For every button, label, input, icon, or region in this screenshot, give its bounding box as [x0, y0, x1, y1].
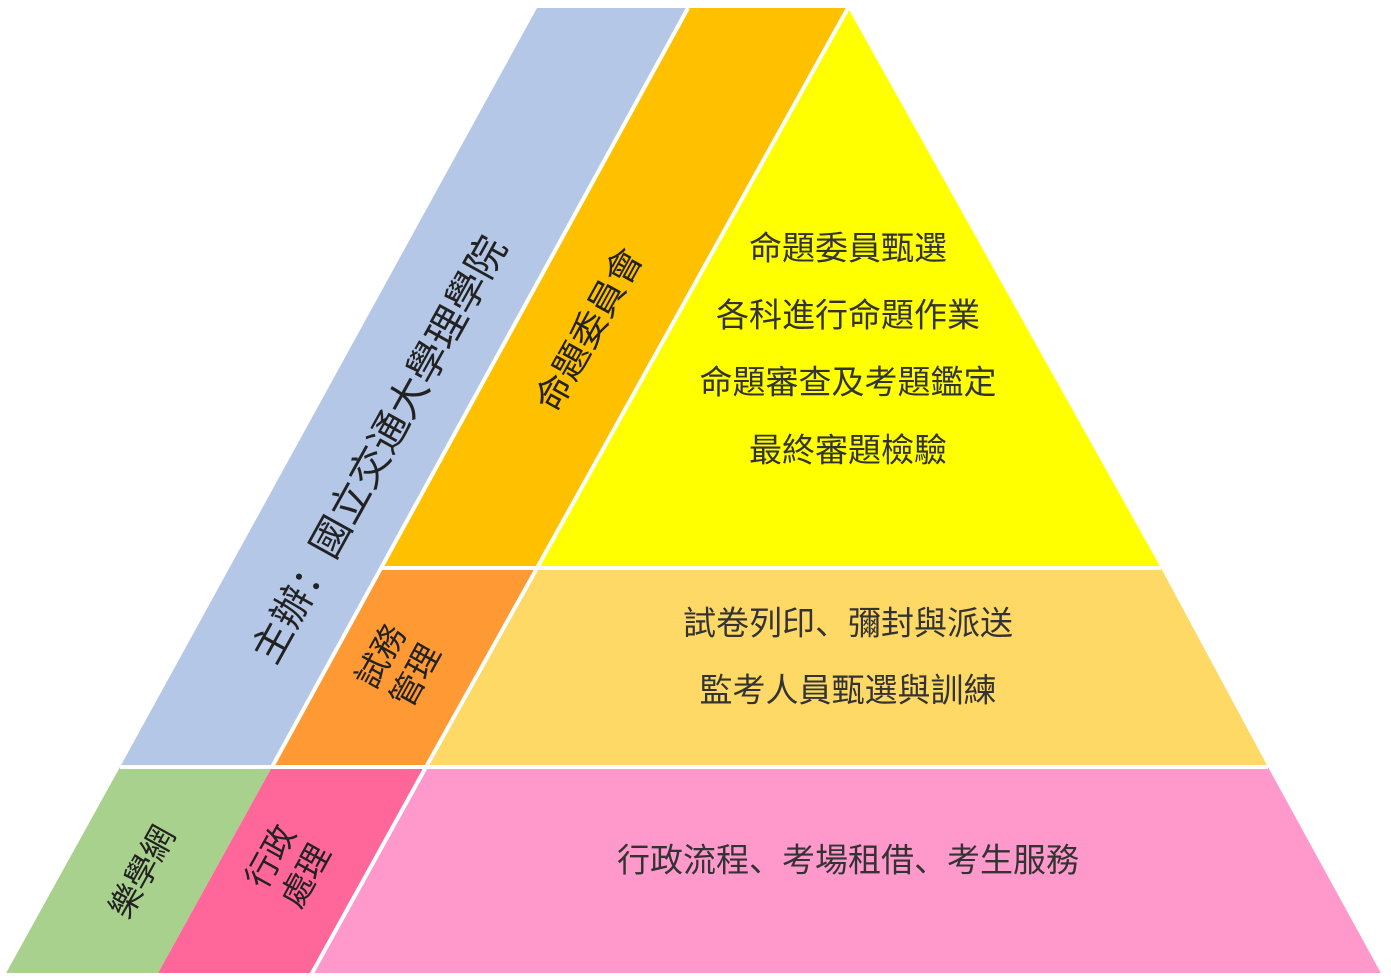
top-tier-text: 命題委員甄選 各科進行命題作業 命題審查及考題鑑定 最終審題檢驗: [700, 229, 997, 470]
top-tier-line-2: 各科進行命題作業: [716, 296, 980, 335]
leshow-band: [5, 767, 272, 975]
top-tier-line-3: 命題審查及考題鑑定: [700, 363, 997, 402]
top-tier-line-1: 命題委員甄選: [749, 229, 947, 268]
exam-affairs-band: [272, 568, 537, 767]
middle-tier: [426, 568, 1268, 767]
admin-band: [157, 767, 426, 975]
bottom-tier-text: 行政流程、考場租借、考生服務: [617, 841, 1079, 880]
bottom-tier-line-1: 行政流程、考場租借、考生服務: [617, 841, 1079, 880]
top-tier: [537, 8, 1161, 568]
committee-band: [382, 8, 848, 568]
top-tier-line-4: 最終審題檢驗: [749, 431, 947, 470]
middle-tier-text: 試卷列印、彌封與派送 監考人員甄選與訓練: [683, 604, 1013, 710]
bottom-tier: [311, 767, 1382, 975]
separator-lines: [5, 7, 1382, 977]
middle-tier-line-2: 監考人員甄選與訓練: [700, 671, 997, 710]
host-band: [120, 8, 688, 767]
middle-tier-line-1: 試卷列印、彌封與派送: [683, 604, 1013, 643]
